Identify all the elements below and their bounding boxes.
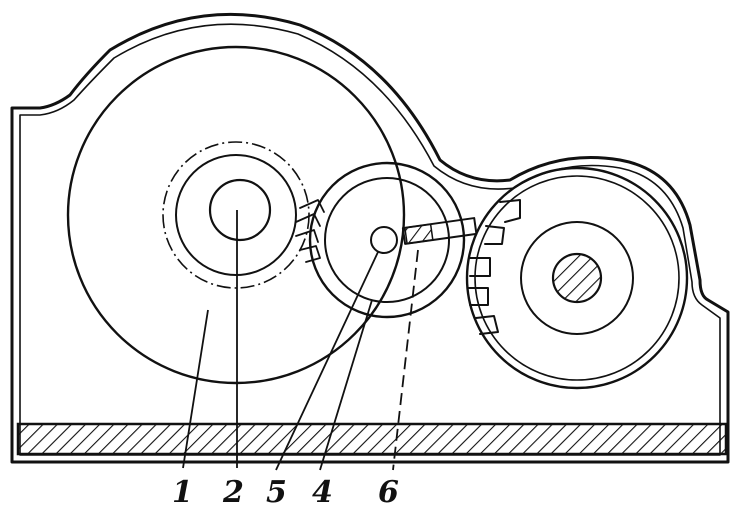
label-1: 1 <box>172 475 193 510</box>
right-wheel-shaft <box>551 252 603 304</box>
label-4: 4 <box>312 475 333 510</box>
base-plate <box>16 422 728 456</box>
large-wheel <box>66 45 406 385</box>
label-5: 5 <box>266 475 287 510</box>
plunger <box>392 217 478 471</box>
large-wheel-hub <box>208 178 272 242</box>
housing <box>10 12 730 464</box>
label-6: 6 <box>378 475 399 510</box>
leader-lines <box>182 210 379 471</box>
right-wheel <box>465 166 689 390</box>
middle-gear-pin <box>370 226 398 254</box>
labels: 1 2 5 4 6 <box>172 475 399 510</box>
middle-gear <box>295 161 466 319</box>
label-2: 2 <box>222 475 244 510</box>
